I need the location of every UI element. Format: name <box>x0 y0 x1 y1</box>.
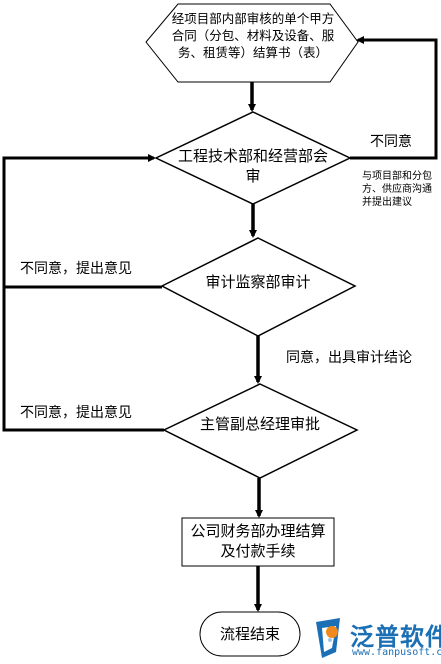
label-disagree-gm: 不同意，提出意见 <box>20 405 132 421</box>
logo-mark-icon <box>316 618 340 658</box>
logo-url: www.fanpusoft.com <box>352 647 441 658</box>
brand-logo: 泛普软件 www.fanpusoft.com <box>312 617 441 663</box>
loop-right-disagree <box>350 36 438 160</box>
loop-left-audit-disagree <box>2 154 162 289</box>
label-disagree-audit: 不同意，提出意见 <box>20 261 132 277</box>
loop-left-gm-disagree <box>2 287 164 432</box>
finance-node-text: 公司财务部办理结算及付款手续 <box>190 522 326 560</box>
start-node-shape <box>145 3 359 83</box>
end-node-text: 流程结束 <box>219 625 280 643</box>
logo-name: 泛普软件 <box>350 623 441 651</box>
gm-approval-text: 主管副总经理审批 <box>199 415 320 433</box>
label-agree-audit: 同意，出具审计结论 <box>286 350 412 366</box>
label-disagree-right: 不同意 <box>370 134 412 150</box>
label-disagree-right-note: 与项目部和分包方、供应商沟通并提出建议 <box>362 171 432 208</box>
end-node-shape <box>199 611 301 657</box>
start-node-text: 经项目部内部审核的单个甲方合同（分包、材料及设备、服务、租赁等）结算书（表） <box>171 11 335 60</box>
engineering-review-text: 工程技术部和经营部会审 <box>178 147 329 185</box>
audit-review-text: 审计监察部审计 <box>205 273 311 291</box>
